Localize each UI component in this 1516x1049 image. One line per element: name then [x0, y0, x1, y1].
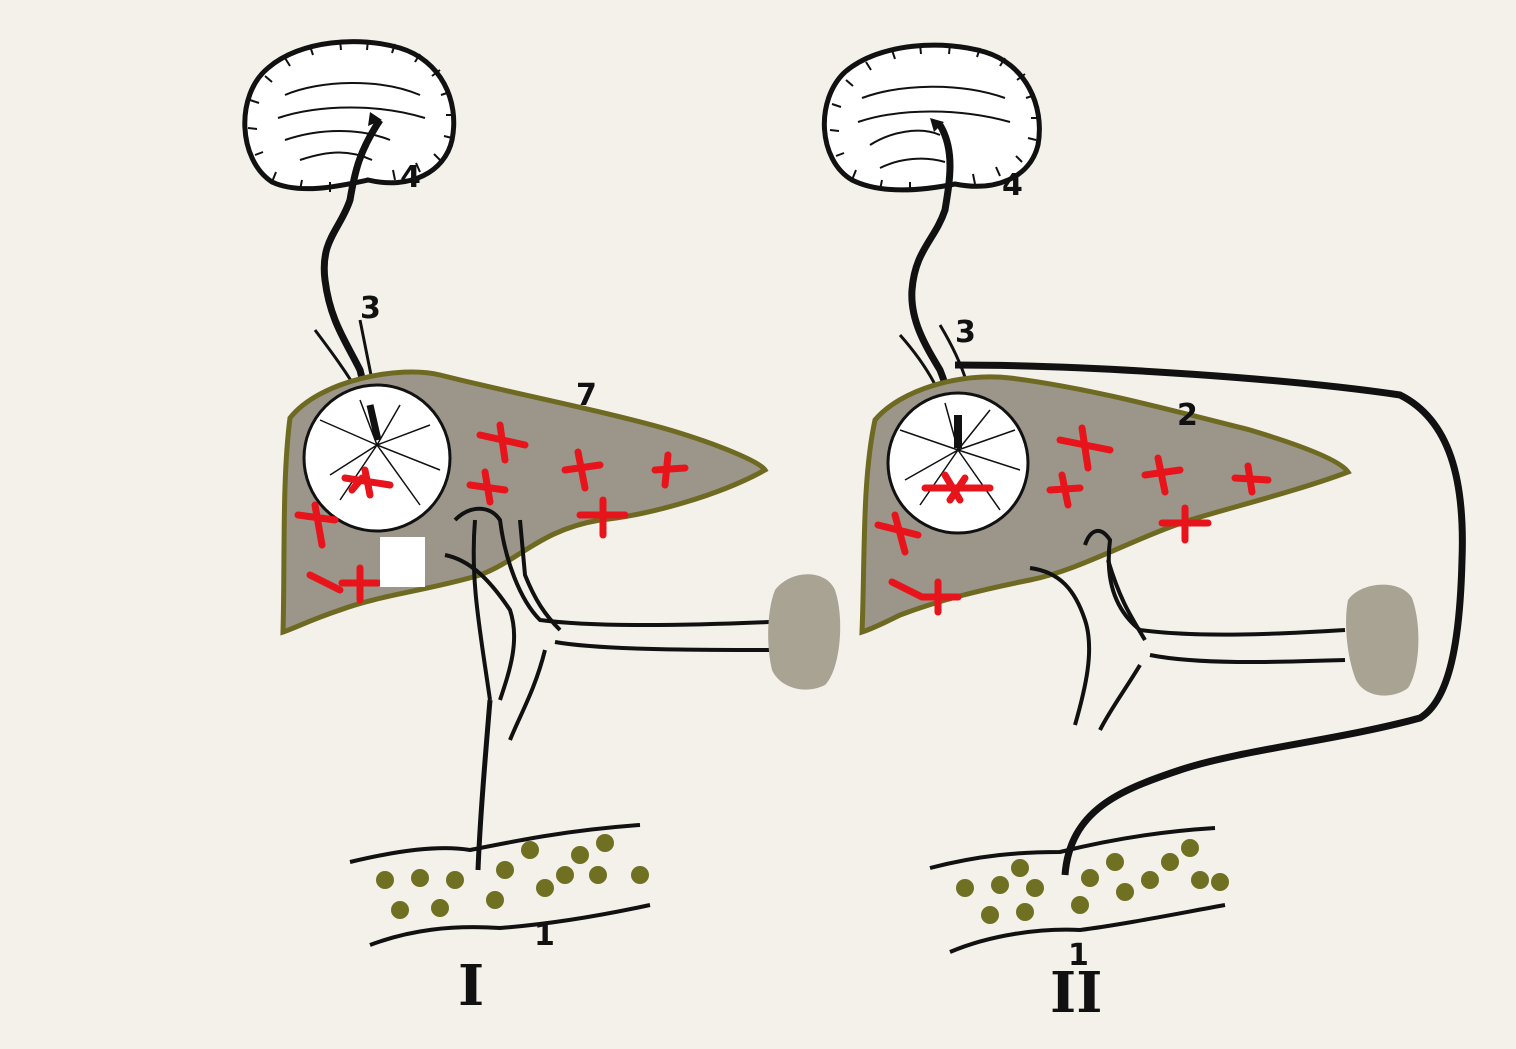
roman-label-I: I — [458, 953, 484, 1019]
spleen-icon — [768, 574, 840, 689]
label-I-intestine: 1 — [534, 918, 555, 953]
regenerative-nodule — [888, 393, 1028, 533]
label-I-brain: 4 — [400, 160, 421, 195]
label-II-vessel: 3 — [955, 315, 976, 350]
label-II-brain: 4 — [1002, 168, 1023, 203]
label-I-liver: 7 — [576, 378, 597, 413]
label-I-vessel: 3 — [360, 291, 381, 326]
roman-label-II: II — [1050, 960, 1102, 1026]
label-II-liver: 2 — [1177, 398, 1198, 433]
spleen-icon — [1346, 585, 1418, 696]
hepatic-defect — [380, 537, 425, 587]
regenerative-nodule — [304, 385, 450, 531]
brain-icon — [245, 40, 455, 192]
